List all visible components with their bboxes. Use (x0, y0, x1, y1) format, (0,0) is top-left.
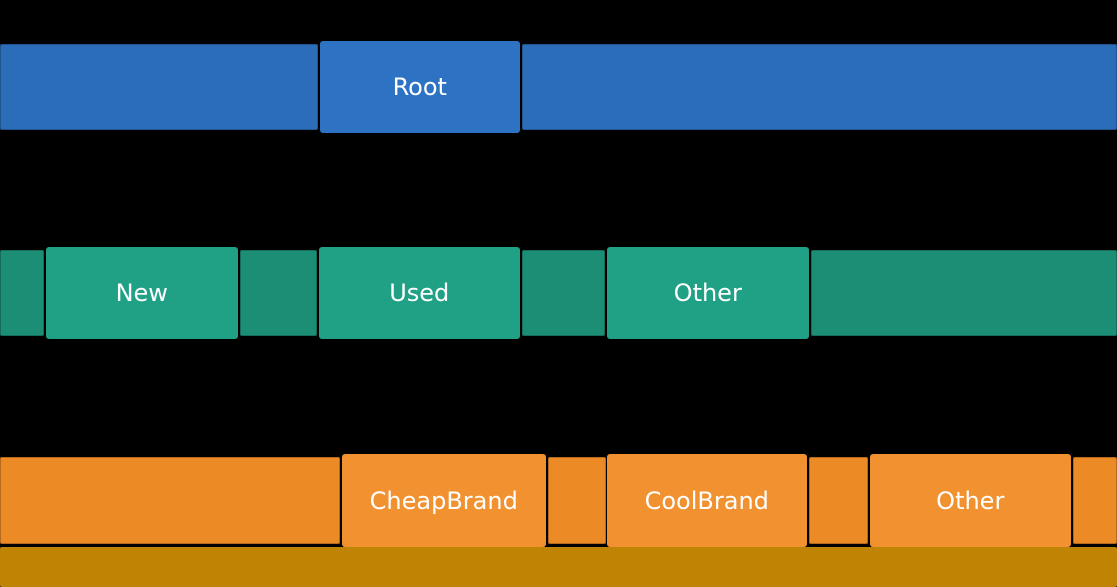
node-label: CoolBrand (644, 486, 769, 515)
node-label: Root (392, 73, 447, 101)
segment-unlabeled-depth2[interactable] (1072, 457, 1117, 544)
node-label: Other (673, 279, 742, 307)
segment-unlabeled-depth3[interactable] (0, 547, 1117, 587)
segment-unlabeled-depth1[interactable] (810, 250, 1117, 336)
node-other-depth2[interactable]: Other (869, 454, 1071, 547)
node-new-depth1[interactable]: New (45, 247, 238, 339)
segment-unlabeled-depth2[interactable] (808, 457, 868, 544)
segment-unlabeled-depth1[interactable] (521, 250, 605, 336)
node-used-depth1[interactable]: Used (318, 247, 520, 339)
node-root-depth0[interactable]: Root (319, 41, 520, 133)
node-label: CheapBrand (369, 486, 518, 515)
segment-unlabeled-depth1[interactable] (0, 250, 44, 336)
node-label: Other (936, 486, 1005, 515)
node-other-depth1[interactable]: Other (606, 247, 809, 339)
segment-unlabeled-depth0[interactable] (521, 44, 1117, 130)
segment-unlabeled-depth2[interactable] (547, 457, 606, 544)
segment-unlabeled-depth1[interactable] (239, 250, 317, 336)
node-label: New (115, 279, 168, 307)
segment-unlabeled-depth2[interactable] (0, 457, 340, 544)
segment-unlabeled-depth0[interactable] (0, 44, 318, 130)
node-cheapbrand-depth2[interactable]: CheapBrand (341, 454, 546, 547)
node-label: Used (389, 279, 450, 307)
node-coolbrand-depth2[interactable]: CoolBrand (606, 454, 807, 547)
